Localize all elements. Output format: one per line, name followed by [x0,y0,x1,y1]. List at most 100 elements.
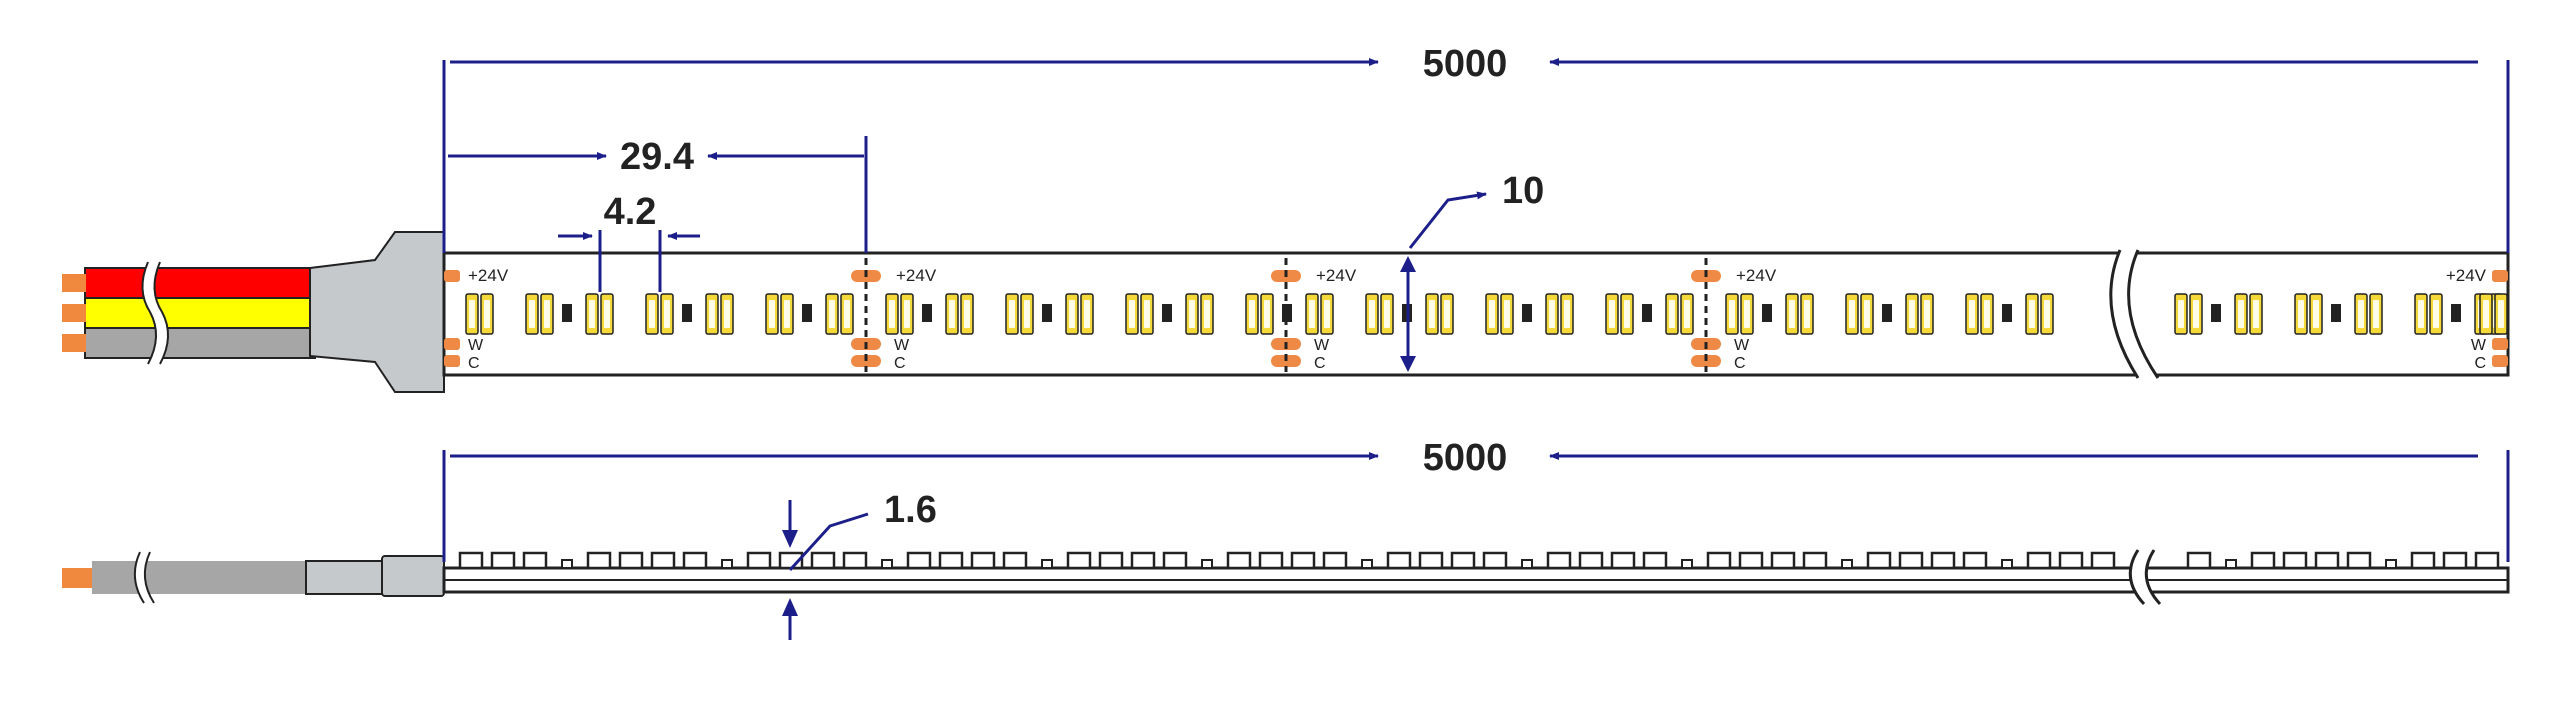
led-chip-lens [2238,300,2244,328]
dim-pitch: 29.4 [448,136,868,253]
dim-width: 10 [1400,170,1544,372]
led-chip-lens [844,300,850,328]
side-led [1290,551,1316,570]
side-resistor [2001,559,2013,569]
side-led [906,551,932,570]
led-chip-lens [2029,300,2035,328]
led-chip-lens [724,300,730,328]
side-led [2442,551,2468,570]
led-chip-lens [2178,300,2184,328]
side-view: 5000 1.6 [62,437,2510,640]
led-chip-lens [1669,300,1675,328]
dim-width-label: 10 [1502,170,1544,212]
led-chip-lens [949,300,955,328]
pad-right-cool [2492,355,2508,367]
copper-tip-red [62,274,86,292]
cut-lines [864,258,1708,372]
led-chip-lens [1909,300,1915,328]
side-led [2474,551,2500,570]
led-chip-lens [1969,300,1975,328]
side-led [1770,551,1796,570]
led-chip-lens [1624,300,1630,328]
led-chip-lens [2044,300,2050,328]
led-chip-lens [1144,300,1150,328]
side-break-mark [2128,549,2162,606]
led-chip-lens [1204,300,1210,328]
dim-thickness: 1.6 [782,489,937,640]
side-led [2282,551,2308,570]
led-chip-lens [1924,300,1930,328]
resistor [802,304,812,322]
side-led [2026,551,2052,570]
pad-label-positive: +24V [1316,266,1357,285]
side-sleeve [305,560,385,595]
dim-led-spacing: 4.2 [558,191,700,292]
led-chip-lens [2483,300,2489,328]
wire-bundle [62,261,316,365]
led-chip-lens [1369,300,1375,328]
side-led [1450,551,1476,570]
led-chip-lens [2313,300,2319,328]
led-chip-lens [709,300,715,328]
led-chip-lens [1789,300,1795,328]
dim-thickness-label: 1.6 [884,489,937,531]
led-chip-lens [1444,300,1450,328]
side-led [1162,551,1188,570]
wire-red [84,267,316,299]
led-chip-lens [2433,300,2439,328]
pad-label-cool: C [468,355,480,372]
resistor [2211,304,2221,322]
resistor [1522,304,1532,322]
side-resistor [1521,559,1533,569]
pad-right-warm [2492,338,2508,350]
led-chip-lens [1849,300,1855,328]
side-resistor [1361,559,1373,569]
pad-label-warm: W [468,337,484,354]
led-chip-lens [2193,300,2199,328]
pad-label-warm: W [894,337,910,354]
resistor [562,304,572,322]
led-chip-lens [1609,300,1615,328]
side-led [746,551,772,570]
dim-length-side-label: 5000 [1423,437,1508,479]
led-chip-lens [1129,300,1135,328]
led-chip-lens [1549,300,1555,328]
wire-yellow [84,297,316,329]
led-chip-lens [604,300,610,328]
side-led [1066,551,1092,570]
resistor [922,304,932,322]
pad-label-cool: C [1734,355,1746,372]
side-led [2186,551,2212,570]
pad-label-cool: C [894,355,906,372]
pad-label-warm: W [1734,337,1750,354]
side-led [810,551,836,570]
side-resistor [1041,559,1053,569]
side-led [1258,551,1284,570]
pad-left-cool [444,355,460,367]
side-led [1642,551,1668,570]
led-chip-lens [889,300,895,328]
led-chip-lens [1984,300,1990,328]
led-chip-lens [769,300,775,328]
side-led [1738,551,1764,570]
side-led [458,551,484,570]
dim-pitch-label: 29.4 [620,136,694,178]
side-led [842,551,868,570]
led-chip-lens [2498,300,2504,328]
side-led [1898,551,1924,570]
led-chip-lens [829,300,835,328]
resistor [2451,304,2461,322]
resistor [2331,304,2341,322]
copper-tip-gray [62,334,86,352]
connector-housing [309,231,445,393]
side-led [618,551,644,570]
side-led [2058,551,2084,570]
pad-label-positive: +24V [896,266,937,285]
side-led [1962,551,1988,570]
side-led [2410,551,2436,570]
led-chip-lens [649,300,655,328]
led-chip-lens [1564,300,1570,328]
led-chip-lens [2358,300,2364,328]
side-led [1610,551,1636,570]
